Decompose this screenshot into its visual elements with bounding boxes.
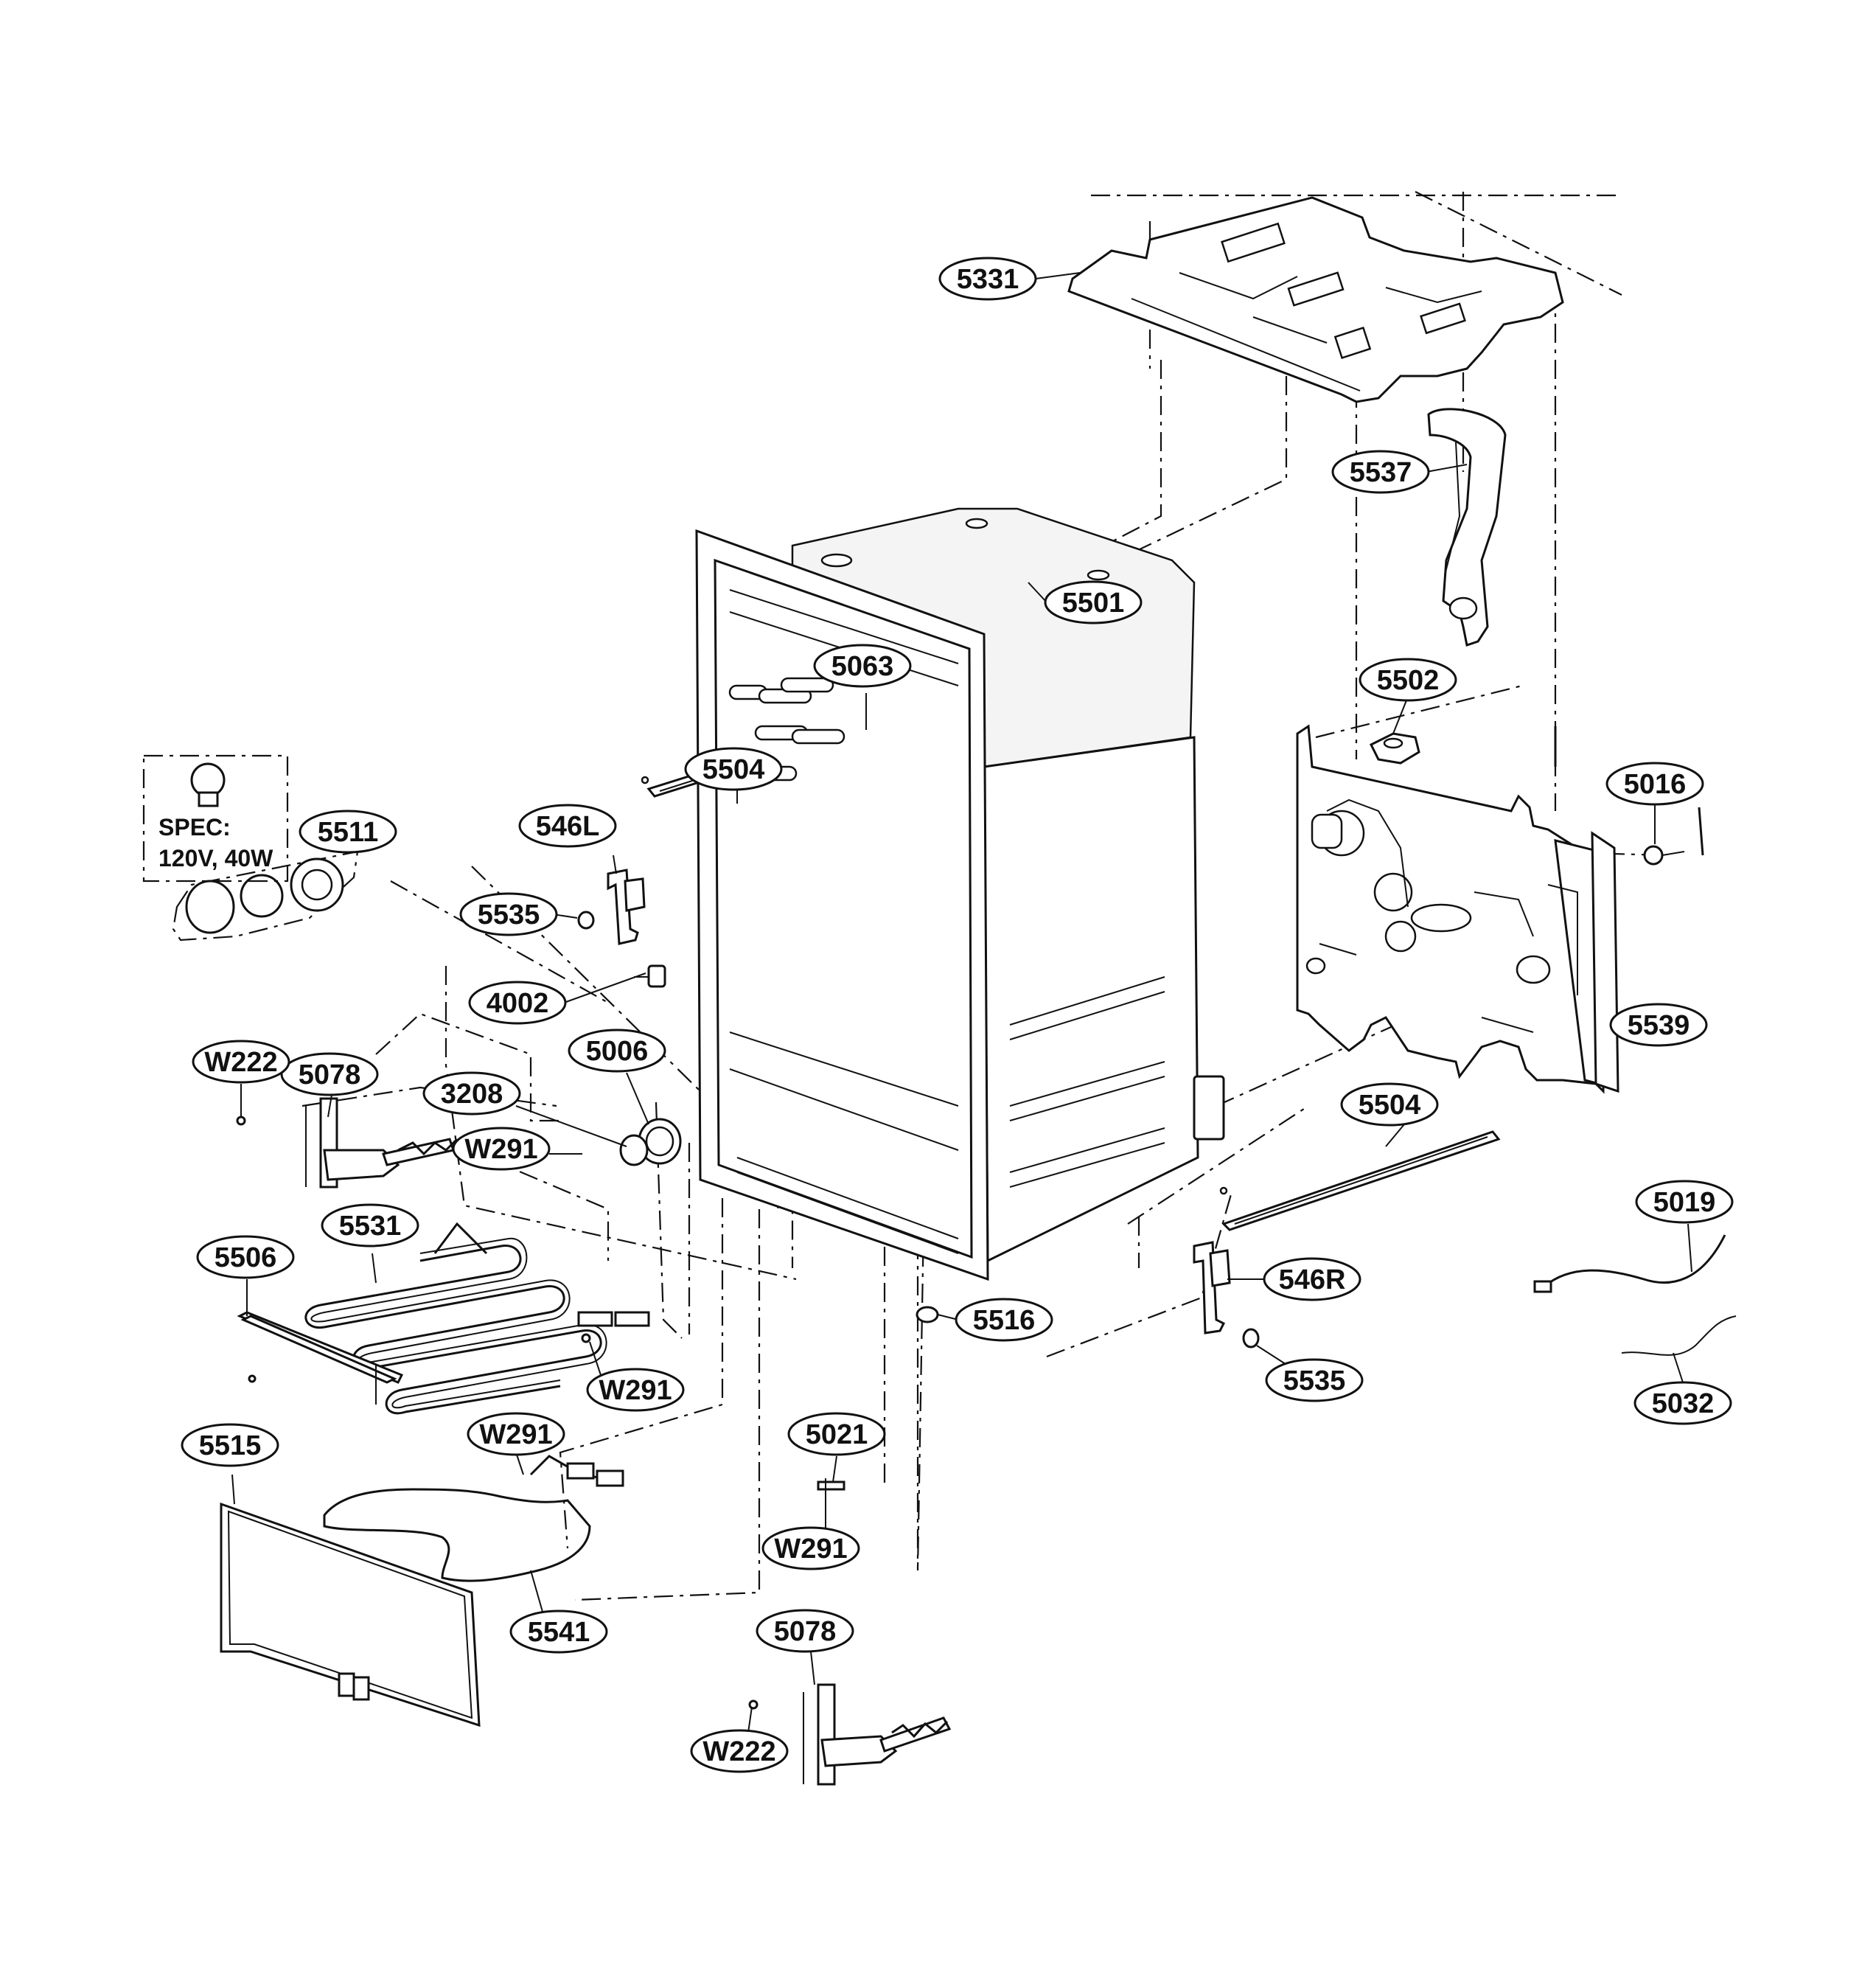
hinge-bracket-right-part — [1193, 1241, 1231, 1334]
callout-5506: 5506 — [196, 1235, 295, 1279]
callout-546R: 546R — [1263, 1257, 1361, 1301]
svg-text:5032: 5032 — [1652, 1388, 1715, 1419]
spec-line-2: 120V, 40W — [158, 845, 273, 871]
broil-element-part — [304, 1222, 650, 1415]
support-rail-part — [237, 1311, 404, 1405]
hinge-assembly-top-part — [305, 1097, 458, 1189]
svg-text:5331: 5331 — [957, 264, 1019, 295]
svg-text:5501: 5501 — [1062, 588, 1125, 619]
callout-4002: 4002 — [468, 981, 567, 1025]
screw-w222-top-part — [236, 1116, 246, 1126]
svg-text:546L: 546L — [536, 811, 600, 842]
svg-text:W222: W222 — [702, 1736, 775, 1767]
bake-element-part — [323, 1455, 624, 1582]
svg-text:5006: 5006 — [586, 1036, 649, 1067]
svg-text:546R: 546R — [1279, 1264, 1346, 1295]
svg-text:W291: W291 — [464, 1134, 537, 1165]
callout-5331: 5331 — [938, 257, 1037, 301]
svg-text:W291: W291 — [599, 1375, 672, 1406]
fan-cover-part — [619, 1118, 682, 1166]
callout-5516: 5516 — [955, 1298, 1053, 1342]
callout-5078-top: 5078 — [280, 1052, 379, 1096]
callout-3208: 3208 — [422, 1071, 521, 1116]
screw-w222-bottom-part — [748, 1699, 759, 1710]
fan-motor-bracket-part — [1369, 732, 1420, 765]
svg-text:5535: 5535 — [1283, 1365, 1346, 1396]
light-assembly-part — [172, 850, 359, 942]
callout-546L: 546L — [518, 804, 617, 848]
callout-5539: 5539 — [1609, 1003, 1708, 1047]
svg-text:4002: 4002 — [487, 988, 549, 1019]
top-panel-part — [1067, 196, 1564, 403]
callout-5502: 5502 — [1359, 658, 1457, 702]
callout-labels: 5331 5537 5501 5063 5502 5504 5016 5511 — [181, 257, 1734, 1773]
connector-part — [1554, 726, 1704, 866]
callout-5535-bottom: 5535 — [1265, 1358, 1364, 1402]
callout-W291-c: W291 — [467, 1412, 565, 1456]
bulb-icon — [190, 762, 226, 807]
svg-text:5535: 5535 — [478, 899, 540, 930]
svg-text:5511: 5511 — [318, 817, 378, 848]
spec-box: SPEC: 120V, 40W — [142, 754, 289, 883]
callout-5541: 5541 — [509, 1610, 608, 1654]
grommet-top-part — [577, 911, 595, 930]
sensor-part — [634, 964, 666, 988]
callout-W291-d: W291 — [761, 1526, 860, 1570]
svg-text:W291: W291 — [774, 1534, 847, 1565]
svg-text:5063: 5063 — [831, 651, 894, 682]
svg-text:5078: 5078 — [299, 1059, 361, 1090]
svg-text:5504: 5504 — [702, 754, 765, 785]
svg-text:5016: 5016 — [1624, 769, 1687, 800]
svg-text:5019: 5019 — [1653, 1187, 1716, 1218]
spec-line-1: SPEC: — [158, 814, 231, 841]
svg-text:5021: 5021 — [806, 1419, 868, 1450]
svg-text:5541: 5541 — [528, 1617, 590, 1648]
callout-5016: 5016 — [1605, 762, 1704, 806]
callout-5531: 5531 — [321, 1203, 419, 1247]
callout-5021: 5021 — [787, 1412, 886, 1456]
callout-W222-top: W222 — [192, 1040, 290, 1084]
hinge-bracket-left-part — [607, 869, 646, 945]
callout-W291-b: W291 — [586, 1368, 685, 1412]
wire-harness-part — [1533, 1234, 1737, 1356]
callout-5019: 5019 — [1635, 1180, 1734, 1224]
callout-5006: 5006 — [568, 1029, 666, 1073]
svg-text:5516: 5516 — [973, 1305, 1036, 1336]
door-stop-part — [916, 1306, 939, 1323]
rear-panel-part — [1296, 724, 1619, 1094]
callout-5078-bottom: 5078 — [756, 1609, 854, 1653]
callout-5032: 5032 — [1633, 1381, 1732, 1425]
callout-5063: 5063 — [813, 644, 912, 688]
svg-text:5531: 5531 — [339, 1211, 402, 1242]
callout-5504-top: 5504 — [684, 747, 783, 791]
hinge-assembly-bottom-part — [803, 1683, 952, 1786]
callout-W222-bottom: W222 — [690, 1729, 789, 1773]
callout-5535-top: 5535 — [459, 892, 558, 936]
svg-text:3208: 3208 — [441, 1079, 503, 1110]
svg-text:W291: W291 — [479, 1419, 552, 1450]
callout-5501: 5501 — [1044, 580, 1143, 624]
grommet-bottom-part — [1242, 1328, 1260, 1349]
vent-duct-part — [1427, 408, 1507, 647]
svg-text:5506: 5506 — [215, 1242, 277, 1273]
svg-text:5539: 5539 — [1628, 1010, 1690, 1041]
oven-cavity-part — [695, 507, 1225, 1281]
callout-W291-a: W291 — [452, 1127, 551, 1171]
svg-text:5078: 5078 — [774, 1616, 837, 1647]
bake-element-frame-part — [220, 1502, 481, 1727]
probe-bracket-part — [817, 1478, 845, 1500]
svg-text:5537: 5537 — [1350, 457, 1412, 488]
callout-5537: 5537 — [1331, 450, 1430, 494]
callout-5511: 5511 — [299, 810, 397, 854]
callout-5515: 5515 — [181, 1423, 279, 1467]
callout-5504-right: 5504 — [1340, 1082, 1439, 1127]
svg-text:5502: 5502 — [1377, 665, 1440, 696]
svg-text:W222: W222 — [204, 1047, 277, 1078]
rail-right-part — [1219, 1130, 1501, 1231]
svg-text:5515: 5515 — [199, 1430, 262, 1461]
svg-text:5504: 5504 — [1359, 1090, 1421, 1121]
